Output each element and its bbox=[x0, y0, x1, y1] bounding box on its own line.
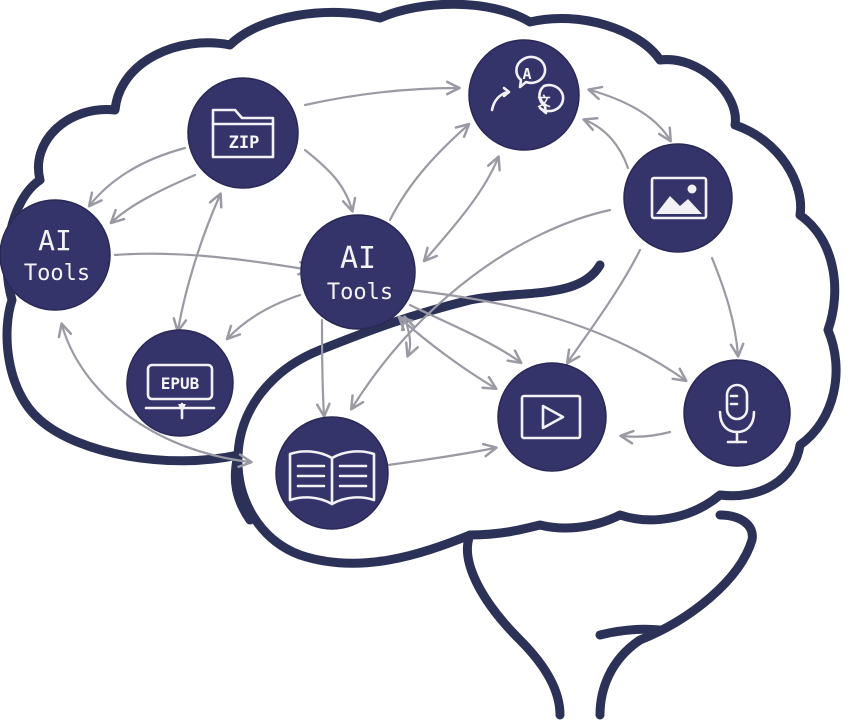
epub-node: EPUB bbox=[126, 329, 234, 437]
zip-folder-icon bbox=[211, 108, 275, 159]
ai-tools-left-line1: AI bbox=[38, 224, 72, 257]
translate-label-a: A bbox=[522, 65, 531, 83]
connection-arrows bbox=[57, 80, 745, 469]
open-book-icon bbox=[288, 450, 376, 506]
ai-tools-center-line1: AI bbox=[340, 241, 376, 276]
brain-stem-outline bbox=[595, 510, 757, 720]
video-node bbox=[497, 362, 607, 472]
ai-tools-left-node: AI Tools bbox=[0, 199, 111, 311]
epub-label: EPUB bbox=[161, 374, 200, 393]
translate-node: A 文 bbox=[468, 39, 580, 151]
translate-icon bbox=[490, 55, 565, 115]
image-node bbox=[623, 143, 733, 253]
play-icon bbox=[520, 394, 582, 440]
zip-node: ZIP bbox=[187, 77, 299, 189]
epub-document-icon bbox=[144, 363, 216, 420]
microphone-node bbox=[683, 359, 791, 467]
ai-tools-left-line2: Tools bbox=[24, 261, 90, 286]
ai-tools-center-line2: Tools bbox=[327, 280, 393, 305]
zip-label: ZIP bbox=[229, 133, 260, 153]
ai-tools-center-node: AI Tools bbox=[300, 214, 416, 330]
brain-stem-cap bbox=[595, 624, 665, 640]
temporal-lobe-fold bbox=[233, 260, 605, 568]
microphone-icon bbox=[718, 383, 756, 444]
translate-label-b: 文 bbox=[537, 94, 551, 110]
book-node bbox=[275, 416, 389, 530]
image-icon bbox=[650, 176, 708, 220]
